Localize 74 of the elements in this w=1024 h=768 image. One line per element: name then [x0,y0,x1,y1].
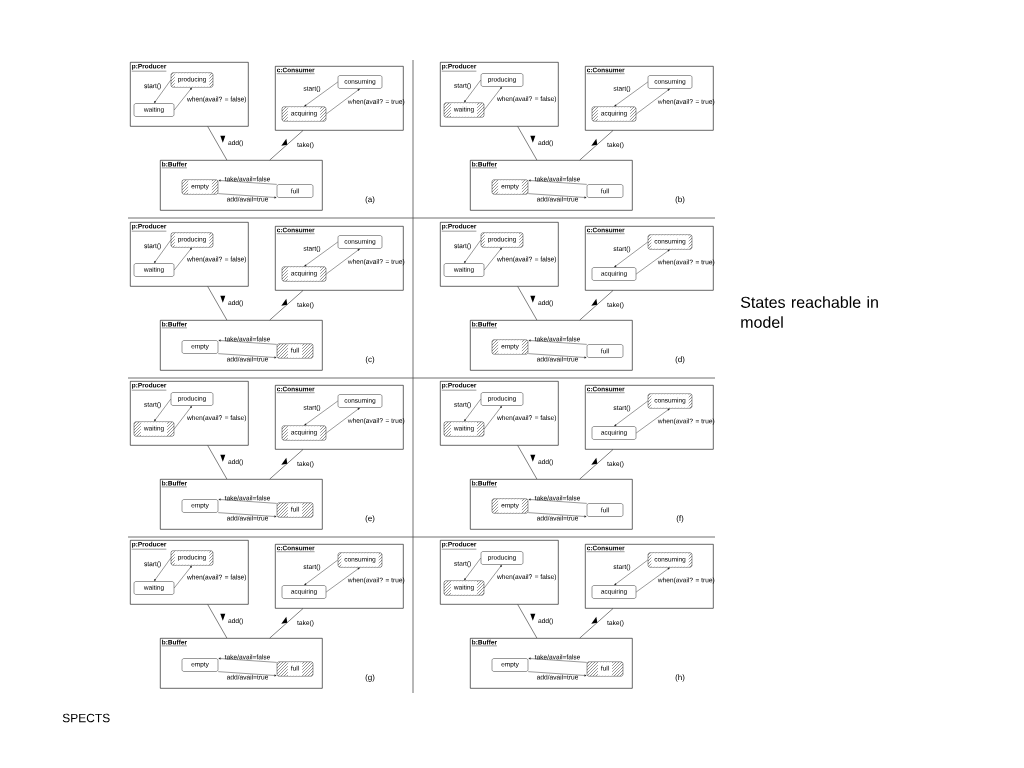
transition-arrow [636,88,670,115]
panel-label: (g) [365,674,375,682]
transition-arrow [154,79,171,104]
transition-arrow [154,239,171,264]
link-line [517,126,538,161]
link-line [579,130,614,161]
transition-arrow [304,400,338,426]
link-line [269,608,304,639]
transition-arrow [218,179,277,185]
transition-arrow [464,79,481,103]
transition-arrow [464,557,481,581]
panel-label: (c) [365,356,375,364]
panel-label: (e) [365,515,375,523]
panel-label: (d) [675,356,685,364]
transition-arrow [484,405,502,430]
link-line [269,449,304,480]
transition-arrow [464,398,481,422]
link-line [517,286,538,321]
transition-arrow [218,353,277,359]
link-line [579,449,614,480]
link-line [207,604,228,639]
transition-arrow [174,247,192,271]
panel-label: (f) [676,515,684,523]
transition-arrow [154,398,171,422]
transition-arrow [304,241,338,267]
transition-arrow [484,247,502,271]
transition-arrow [484,564,502,589]
transition-arrow [484,86,502,111]
panel-label: (h) [675,674,685,682]
panel-label: (a) [365,196,375,204]
transition-arrow [528,339,587,345]
transition-arrow [528,657,587,663]
link-line [579,290,614,321]
link-line [207,286,228,321]
footer-text: SPECTS [62,713,110,723]
transition-arrow [636,567,670,593]
transition-arrow [464,239,481,264]
transition-arrow [218,657,277,663]
transition-arrow [528,671,587,677]
transition-arrow [218,193,277,199]
transition-arrow [528,512,587,518]
transition-arrow [174,405,192,430]
transition-arrow [636,249,670,275]
transition-arrow [528,353,587,359]
link-line [207,126,228,161]
link-line [517,604,538,639]
transition-arrow [326,248,360,275]
transition-arrow [528,193,587,199]
transition-arrow [174,87,192,111]
transition-arrow [174,565,192,589]
transition-arrow [614,400,648,427]
transition-arrow [614,559,648,586]
transition-arrow [326,407,360,434]
panel-label: (b) [675,196,685,204]
transition-arrow [218,498,277,504]
transition-arrow [304,559,338,586]
transition-arrow [614,81,648,107]
transition-arrow [154,557,171,582]
link-line [517,445,538,480]
side-note: States reachable in model [740,296,878,328]
link-line [269,130,304,161]
link-line [579,608,614,639]
transition-arrow [218,512,277,518]
transition-arrow [218,339,277,345]
transition-arrow [326,567,360,593]
transition-arrow [528,179,587,185]
transition-arrow [636,408,670,434]
transition-arrow [326,88,360,115]
transition-arrow [614,241,648,268]
transition-arrow [304,81,338,107]
link-line [269,290,304,321]
link-line [207,445,228,480]
transition-arrow [528,498,587,504]
transition-arrow [218,671,277,677]
